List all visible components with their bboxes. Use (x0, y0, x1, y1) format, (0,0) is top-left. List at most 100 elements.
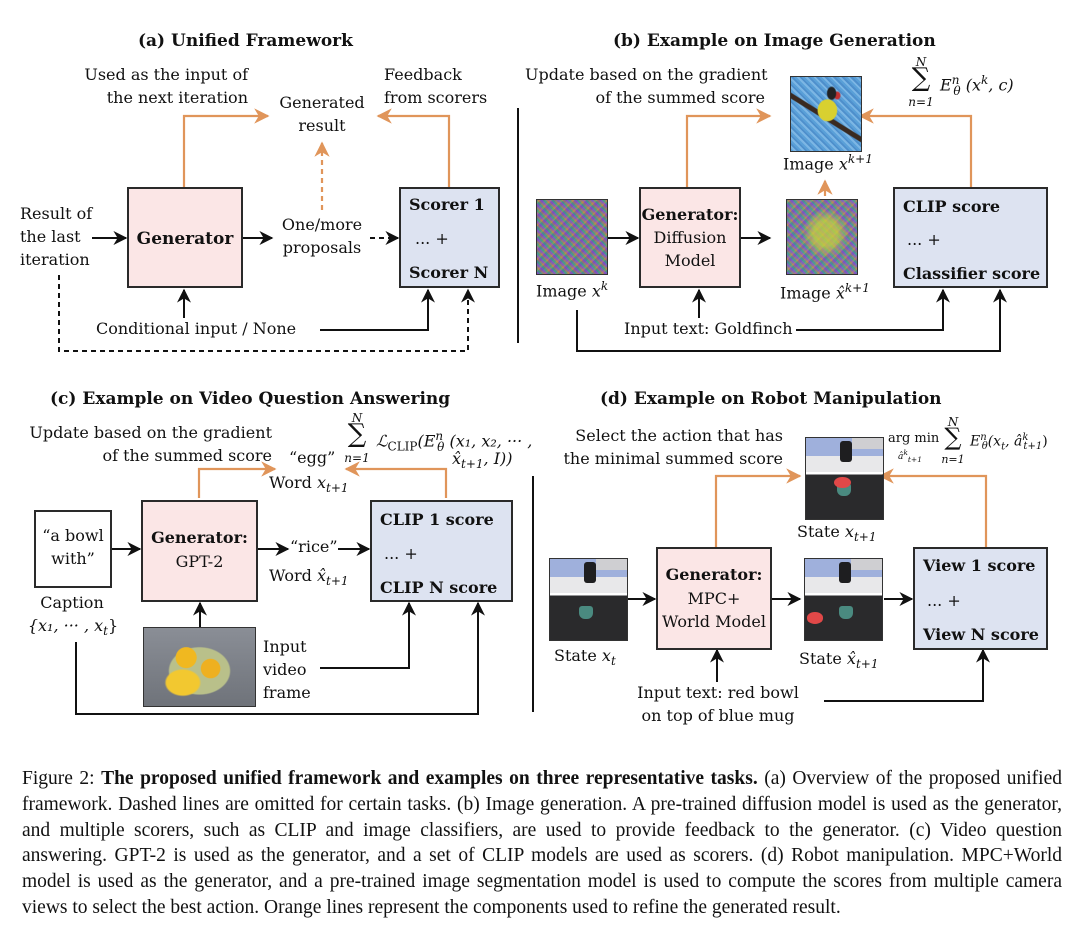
conditional-input-label: Conditional input / None (96, 319, 297, 338)
generator-title: Generator: (641, 205, 739, 224)
caption-text-line1: “a bowl (42, 526, 104, 545)
panel-a-note-left-line2: the next iteration (106, 88, 248, 107)
figure-caption-body: (a) Overview of the proposed unified fra… (22, 768, 1062, 918)
scorer-ellipsis: ... + (927, 591, 961, 610)
scorer-ellipsis: ... + (907, 230, 941, 249)
image-partially-denoised (786, 199, 858, 275)
state-x-t-caption: State xt (554, 646, 616, 669)
gpt2-generator-box: Generator: GPT-2 (141, 500, 258, 602)
argmin-subscript: âkt+1 (898, 448, 922, 464)
sum-upper: N (947, 415, 959, 429)
input-text-line1: Input text: red bowl (637, 683, 799, 702)
panel-b-title: (b) Example on Image Generation (613, 31, 936, 51)
image-noise-input (536, 199, 608, 275)
image-x-k1-caption: Image xk+1 (783, 152, 873, 174)
view-n-score-label: View N score (923, 625, 1039, 644)
video-label-line1: Input (263, 637, 307, 656)
state-x-t1-caption: State xt+1 (797, 522, 877, 545)
clip-1-score-label: CLIP 1 score (380, 510, 494, 529)
generator-title: Generator: (665, 565, 763, 584)
sum-symbol: ∑ (944, 423, 962, 451)
caption-label: Caption (40, 593, 104, 612)
formula-line2: x̂t+1, I)) (452, 449, 513, 472)
scorer-ellipsis: ... + (384, 544, 418, 563)
caption-set: {x₁, ··· , xt} (27, 616, 119, 639)
figure-caption: Figure 2: The proposed unified framework… (22, 766, 1062, 921)
panel-c-note-line2: of the summed score (102, 446, 272, 465)
generator-line2: World Model (662, 612, 766, 631)
sum-upper: N (915, 55, 927, 69)
clip-scorers-box: CLIP 1 score ... + CLIP N score (370, 500, 513, 602)
mpc-world-model-generator-box: Generator: MPC+ World Model (656, 547, 772, 650)
panel-b-note-line2: of the summed score (595, 88, 765, 107)
formula-body: Enθ (xk, c) (940, 73, 1014, 98)
sum-lower: n=1 (941, 453, 965, 466)
input-text-line2: on top of blue mug (641, 706, 795, 725)
scorer-ellipsis: ... + (415, 229, 449, 248)
view-1-score-label: View 1 score (923, 556, 1036, 575)
panel-b-connectors (576, 108, 1007, 352)
last-iteration-line2: the last (20, 227, 81, 246)
caption-text-box: “a bowl with” (34, 510, 112, 588)
image-xhat-k1-caption: Image x̂k+1 (780, 281, 870, 303)
video-label-line2: video (263, 660, 307, 679)
panel-c-note-line1: Update based on the gradient (29, 423, 272, 442)
panel-d-note-line2: the minimal summed score (563, 449, 784, 468)
last-iteration-line3: iteration (20, 250, 90, 269)
word-rice: “rice” (290, 537, 338, 556)
state-x-t-image (549, 558, 628, 641)
generator-line1: MPC+ (687, 589, 741, 608)
panel-d-note-line1: Select the action that has (575, 426, 783, 445)
clip-n-score-label: CLIP N score (380, 578, 498, 597)
formula-body: Enθ(xt, âkt+1) (970, 432, 1048, 453)
panel-a-connectors (58, 108, 475, 352)
word-xhat-t1-caption: Word x̂t+1 (269, 566, 349, 589)
panel-a-note-right-line2: from scorers (384, 88, 488, 107)
image-x-k-caption: Image xk (536, 279, 609, 301)
panel-a-note-right-line1: Feedback (384, 65, 462, 84)
scorer-1-label: Scorer 1 (409, 195, 485, 214)
argmin: arg min (888, 431, 940, 446)
classifier-score-label: Classifier score (903, 264, 1041, 283)
sum-upper: N (351, 411, 363, 425)
input-text-goldfinch: Input text: Goldfinch (624, 319, 793, 338)
generator-line2: Model (664, 251, 716, 270)
last-iteration-line1: Result of (20, 204, 93, 223)
panel-d-connectors (628, 468, 990, 702)
clip-score-label: CLIP score (903, 197, 1001, 216)
sum-lower: n=1 (344, 451, 370, 465)
caption-text-line2: with” (51, 549, 95, 568)
state-xhat-t1-caption: State x̂t+1 (799, 649, 879, 672)
panel-b-note-line1: Update based on the gradient (525, 65, 768, 84)
proposals-line2: proposals (282, 238, 362, 257)
panel-a-note-left-line1: Used as the input of (84, 65, 248, 84)
panel-c-title: (c) Example on Video Question Answering (50, 389, 451, 409)
scorer-n-label: Scorer N (409, 263, 489, 282)
panel-a-title: (a) Unified Framework (138, 31, 353, 51)
generator-label: Generator (136, 229, 234, 249)
diffusion-generator-box: Generator: Diffusion Model (639, 187, 741, 288)
video-frame-eggs (143, 627, 256, 707)
generated-result-line1: Generated (279, 93, 365, 112)
proposals-line1: One/more (281, 215, 363, 234)
video-label-line3: frame (263, 683, 311, 702)
formula-line1: ℒCLIP(Enθ (x₁, x₂, ··· , (376, 429, 533, 454)
state-x-t1-image (805, 437, 884, 520)
sum-lower: n=1 (908, 95, 934, 109)
generator-line1: GPT-2 (175, 552, 224, 571)
sum-symbol: ∑ (347, 419, 367, 449)
image-goldfinch-final (790, 76, 862, 152)
figure-caption-title: The proposed unified framework and examp… (101, 768, 758, 789)
generator-box: Generator (127, 187, 243, 288)
panel-c-connectors (75, 461, 485, 715)
scorer-box: Scorer 1 ... + Scorer N (399, 187, 500, 288)
generated-result-line2: result (298, 116, 346, 135)
state-xhat-t1-image (804, 558, 883, 641)
word-egg: “egg” (289, 448, 336, 467)
generator-line1: Diffusion (653, 228, 727, 247)
view-scorers-box: View 1 score ... + View N score (913, 547, 1048, 650)
clip-classifier-scorer-box: CLIP score ... + Classifier score (893, 187, 1048, 288)
sum-symbol: ∑ (911, 63, 931, 93)
figure-label: Figure 2: (22, 768, 95, 789)
